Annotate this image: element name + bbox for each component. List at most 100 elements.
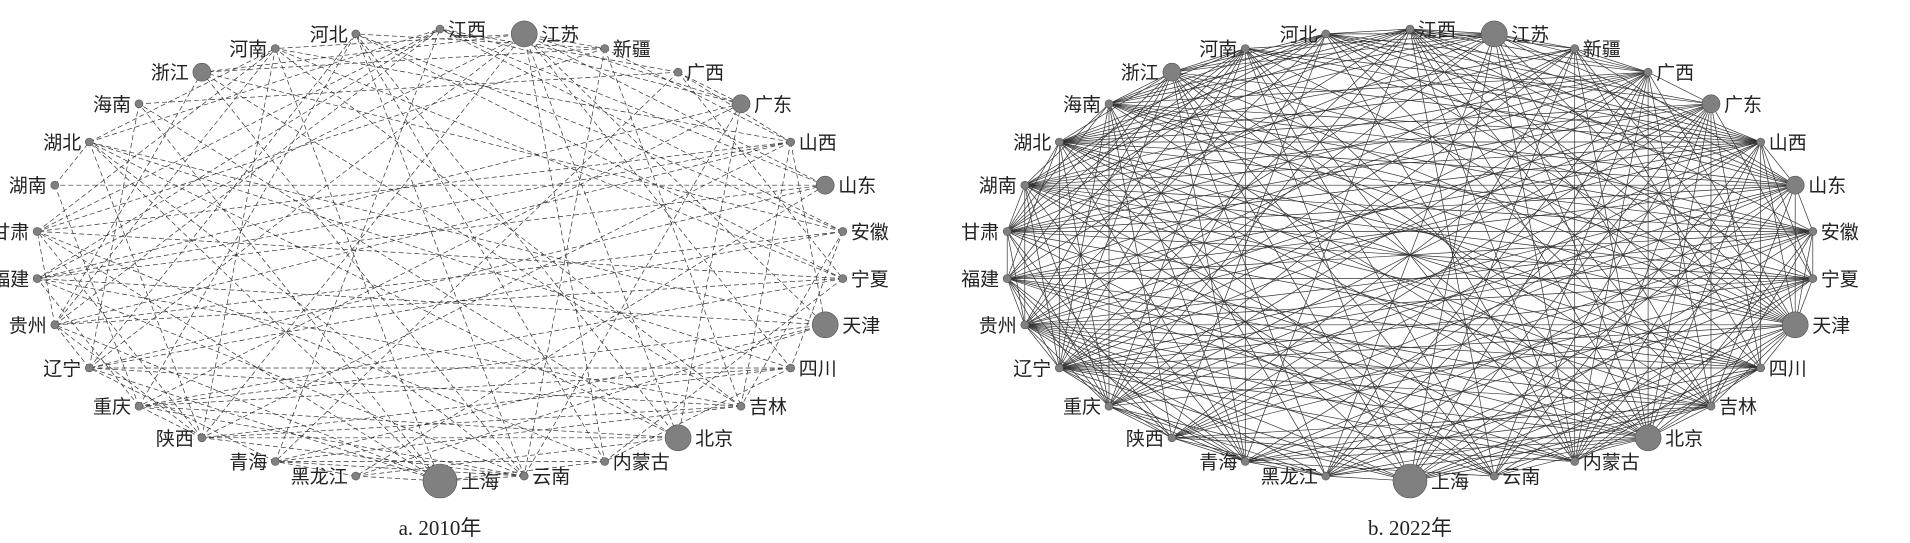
network-edge xyxy=(54,278,843,326)
node-27 xyxy=(1241,44,1250,53)
node-9 xyxy=(786,363,796,373)
network-edge xyxy=(1059,141,1411,482)
node-8 xyxy=(1781,311,1809,339)
node-2 xyxy=(1643,67,1653,77)
network-edge xyxy=(201,33,525,439)
network-edge xyxy=(1024,33,1327,326)
network-edge xyxy=(1108,48,1246,407)
network-edge xyxy=(1574,48,1762,369)
network-edge xyxy=(37,33,525,279)
network-edge xyxy=(1108,103,1796,186)
node-25 xyxy=(134,99,144,109)
node-29 xyxy=(435,24,445,34)
network-edge xyxy=(1006,278,1110,407)
network-edge xyxy=(1493,33,1796,326)
node-label: 湖北 xyxy=(1013,132,1051,154)
network-edge xyxy=(1245,48,1796,186)
network-edge xyxy=(1059,367,1712,407)
network-edge xyxy=(1006,278,1246,462)
node-label: 河南 xyxy=(1199,39,1237,61)
network-edge xyxy=(1171,71,1796,326)
network-edge xyxy=(1024,184,1495,477)
network-edge xyxy=(54,324,203,439)
network-edge xyxy=(1058,103,1110,369)
node-label: 内蒙古 xyxy=(1583,452,1640,474)
node-26 xyxy=(192,62,212,82)
network-edge xyxy=(138,33,357,407)
network-edge xyxy=(439,28,826,186)
network-edge xyxy=(1024,324,1712,407)
network-edge xyxy=(1059,71,1173,143)
node-label: 海南 xyxy=(1063,94,1101,116)
network-edge xyxy=(1108,103,1813,279)
network-edge xyxy=(1325,33,1813,279)
node-19 xyxy=(1055,363,1064,373)
network-edge xyxy=(138,71,679,105)
network-edge xyxy=(1409,28,1649,73)
network-edge xyxy=(1409,28,1649,438)
network-edge xyxy=(1245,48,1649,439)
node-20 xyxy=(50,320,60,330)
network-edge xyxy=(1024,324,1110,407)
network-edge xyxy=(1325,33,1712,105)
node-label: 青海 xyxy=(1199,452,1237,474)
network-edge xyxy=(1024,324,1411,482)
network-edge xyxy=(790,141,826,325)
node-label: 陕西 xyxy=(1126,428,1164,450)
network-edge xyxy=(1024,71,1649,186)
network-edge xyxy=(201,71,525,477)
node-label: 海南 xyxy=(93,94,131,116)
network-edge xyxy=(1108,405,1246,462)
panel-caption-2010: a. 2010年 xyxy=(399,516,482,540)
network-edge xyxy=(355,33,679,439)
network-edge xyxy=(89,367,276,462)
network-edge xyxy=(1059,278,1813,369)
node-4 xyxy=(786,137,796,147)
node-label: 福建 xyxy=(0,269,29,291)
network-edge xyxy=(1325,405,1712,477)
network-edge xyxy=(89,33,357,369)
network-edge xyxy=(1245,48,1761,143)
network-edge xyxy=(54,324,90,369)
network-edge xyxy=(37,278,525,477)
network-edge xyxy=(1171,28,1411,73)
network-edge xyxy=(201,48,276,438)
node-16 xyxy=(270,457,280,466)
network-panel-2010: 江苏新疆广西广东山西山东安徽宁夏天津四川吉林北京内蒙古云南上海黑龙江青海陕西重庆… xyxy=(0,19,889,499)
network-edge xyxy=(1171,72,1411,482)
network-edge xyxy=(524,33,742,105)
node-label: 广西 xyxy=(1656,62,1694,84)
network-edge xyxy=(1108,103,1246,462)
network-edge xyxy=(37,231,605,462)
network-edge xyxy=(1024,184,1813,232)
network-edge xyxy=(1108,71,1173,105)
network-edge xyxy=(1007,71,1649,279)
network-edge xyxy=(1574,367,1761,462)
node-label: 河南 xyxy=(229,39,267,61)
network-edge xyxy=(1024,48,1246,186)
network-edge xyxy=(1108,184,1796,407)
network-edge xyxy=(37,231,441,482)
network-edge xyxy=(1171,141,1761,439)
network-edge xyxy=(1493,33,1712,407)
node-label: 内蒙古 xyxy=(613,452,670,474)
network-edge xyxy=(1006,48,1246,232)
network-edge xyxy=(1409,28,1576,462)
node-24 xyxy=(1055,137,1064,147)
network-edge xyxy=(1059,28,1411,143)
node-label: 吉林 xyxy=(749,396,787,418)
network-edge xyxy=(1574,278,1814,462)
network-edge xyxy=(138,103,441,482)
network-edge xyxy=(1409,28,1495,35)
node-12 xyxy=(1570,457,1579,466)
network-edge xyxy=(275,324,826,462)
network-edge xyxy=(1647,71,1712,105)
network-edge xyxy=(1171,437,1575,462)
network-edge xyxy=(201,71,742,407)
network-edge xyxy=(1007,278,1761,369)
network-edge xyxy=(1409,28,1761,143)
network-edge xyxy=(1409,28,1796,186)
network-edge xyxy=(740,141,792,407)
node-18 xyxy=(134,401,144,411)
network-edge xyxy=(275,33,525,49)
